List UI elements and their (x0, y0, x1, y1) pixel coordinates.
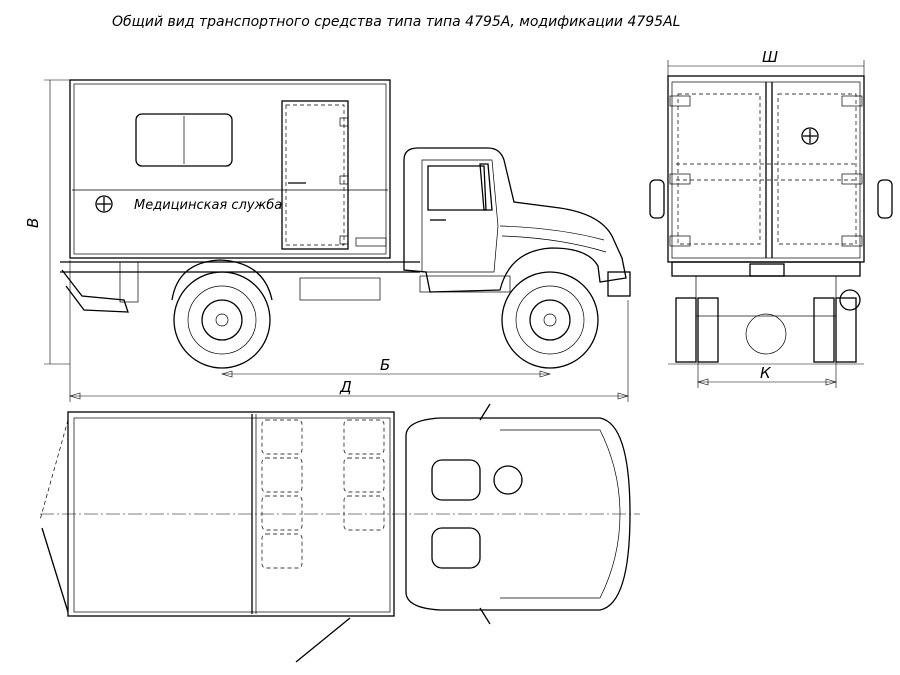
medical-cross-icon (95, 195, 113, 213)
steering-wheel (493, 465, 523, 495)
cab-window (427, 165, 487, 211)
stretcher-seats (261, 419, 385, 569)
height-dim-label: В (24, 218, 42, 228)
side-view: Медицинская служба (24, 79, 631, 402)
driver-seat (431, 459, 481, 501)
width-dim-label: Ш (762, 48, 778, 66)
wheelbase-dim-label: Б (380, 356, 390, 374)
passenger-seat (431, 527, 481, 569)
rear-wheel (171, 259, 273, 369)
top-view (39, 403, 640, 663)
drawing-title: Общий вид транспортного средства типа ти… (112, 14, 680, 30)
cab (403, 147, 627, 293)
rear-medical-cross-icon (801, 127, 819, 145)
track-dim-label: К (760, 364, 772, 382)
front-wheel (501, 271, 599, 369)
side-door (281, 100, 349, 250)
body-box (69, 79, 391, 259)
medical-service-label: Медицинская служба (134, 198, 282, 213)
cab-top (405, 417, 631, 611)
length-dim-label: Д (339, 378, 352, 396)
body-window (135, 113, 233, 167)
rear-view: Ш К (649, 48, 893, 388)
